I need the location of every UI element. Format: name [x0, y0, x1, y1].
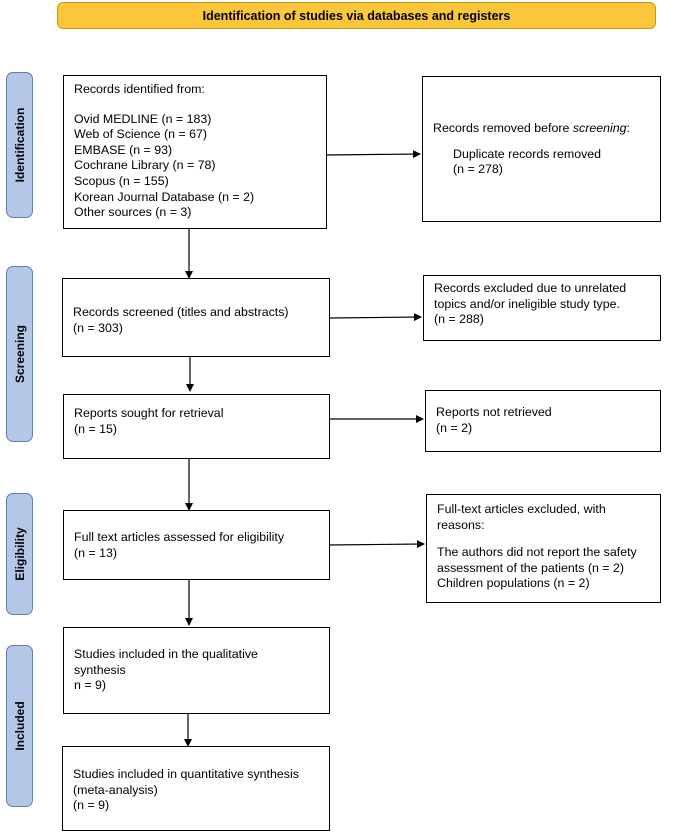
phase-eligibility: Eligibility: [6, 493, 33, 615]
records-identified-title: Records identified from:: [74, 82, 205, 96]
quantitative-synthesis-count: (n = 9): [73, 798, 110, 813]
reports-sought-box: Reports sought for retrieval (n = 15): [63, 394, 330, 459]
reports-sought-count: (n = 15): [74, 421, 118, 436]
records-screened-label: Records screened (titles and abstracts): [73, 305, 289, 319]
full-text-excluded-line1: Full-text articles excluded, with: [437, 502, 606, 516]
source-embase: EMBASE (n = 93): [74, 142, 173, 157]
qualitative-synthesis-count: n = 9): [74, 678, 107, 693]
records-removed-box: Records removed before screening: Duplic…: [422, 76, 661, 222]
header-title: Identification of studies via databases …: [202, 8, 511, 23]
exclusion-reason-children: Children populations (n = 2): [437, 576, 590, 591]
source-web-of-science: Web of Science (n = 67): [74, 127, 208, 142]
duplicates-removed-count: (n = 278): [453, 162, 503, 177]
phase-screening: Screening: [6, 266, 33, 442]
quantitative-synthesis-box: Studies included in quantitative synthes…: [62, 746, 330, 831]
reports-sought-label: Reports sought for retrieval: [74, 406, 224, 420]
source-korean-journal: Korean Journal Database (n = 2): [74, 189, 255, 204]
records-identified-box: Records identified from: Ovid MEDLINE (n…: [63, 75, 327, 229]
records-removed-title: Records removed before screening:: [433, 121, 630, 135]
records-excluded-count: (n = 288): [434, 312, 484, 327]
arrow-identified-to-removed: [325, 150, 421, 159]
exclusion-reason-safety-1: The authors did not report the safety: [437, 545, 637, 560]
source-scopus: Scopus (n = 155): [74, 173, 169, 188]
duplicates-removed-label: Duplicate records removed: [453, 146, 602, 161]
quantitative-synthesis-line1: Studies included in quantitative synthes…: [73, 767, 299, 781]
records-excluded-box: Records excluded due to unrelated topics…: [423, 275, 661, 341]
full-text-assessed-count: (n = 13): [74, 545, 118, 560]
arrow-assessed-to-excluded-full: [328, 540, 425, 549]
source-other: Other sources (n = 3): [74, 205, 192, 220]
arrow-screened-to-excluded: [328, 313, 422, 322]
phase-identification: Identification: [6, 72, 33, 218]
qualitative-synthesis-line2: synthesis: [74, 662, 126, 677]
source-cochrane: Cochrane Library (n = 78): [74, 158, 216, 173]
records-excluded-line1: Records excluded due to unrelated: [434, 281, 627, 295]
full-text-assessed-box: Full text articles assessed for eligibil…: [63, 510, 330, 580]
quantitative-synthesis-line2: (meta-analysis): [73, 782, 158, 797]
qualitative-synthesis-box: Studies included in the qualitative synt…: [63, 627, 330, 714]
records-screened-count: (n = 303): [73, 320, 123, 335]
phase-included: Included: [6, 645, 33, 807]
full-text-excluded-box: Full-text articles excluded, with reason…: [426, 494, 661, 603]
exclusion-reason-safety-2: assessment of the patients (n = 2): [437, 560, 624, 575]
reports-not-retrieved-count: (n = 2): [436, 420, 473, 435]
qualitative-synthesis-line1: Studies included in the qualitative: [74, 647, 258, 661]
full-text-assessed-label: Full text articles assessed for eligibil…: [74, 530, 285, 544]
reports-not-retrieved-label: Reports not retrieved: [436, 405, 552, 419]
full-text-excluded-line2: reasons:: [437, 517, 485, 532]
reports-not-retrieved-box: Reports not retrieved (n = 2): [425, 390, 661, 452]
records-screened-box: Records screened (titles and abstracts) …: [62, 278, 330, 357]
source-ovid-medline: Ovid MEDLINE (n = 183): [74, 111, 212, 126]
diagram-header: Identification of studies via databases …: [57, 2, 656, 29]
records-excluded-line2: topics and/or ineligible study type.: [434, 296, 620, 311]
